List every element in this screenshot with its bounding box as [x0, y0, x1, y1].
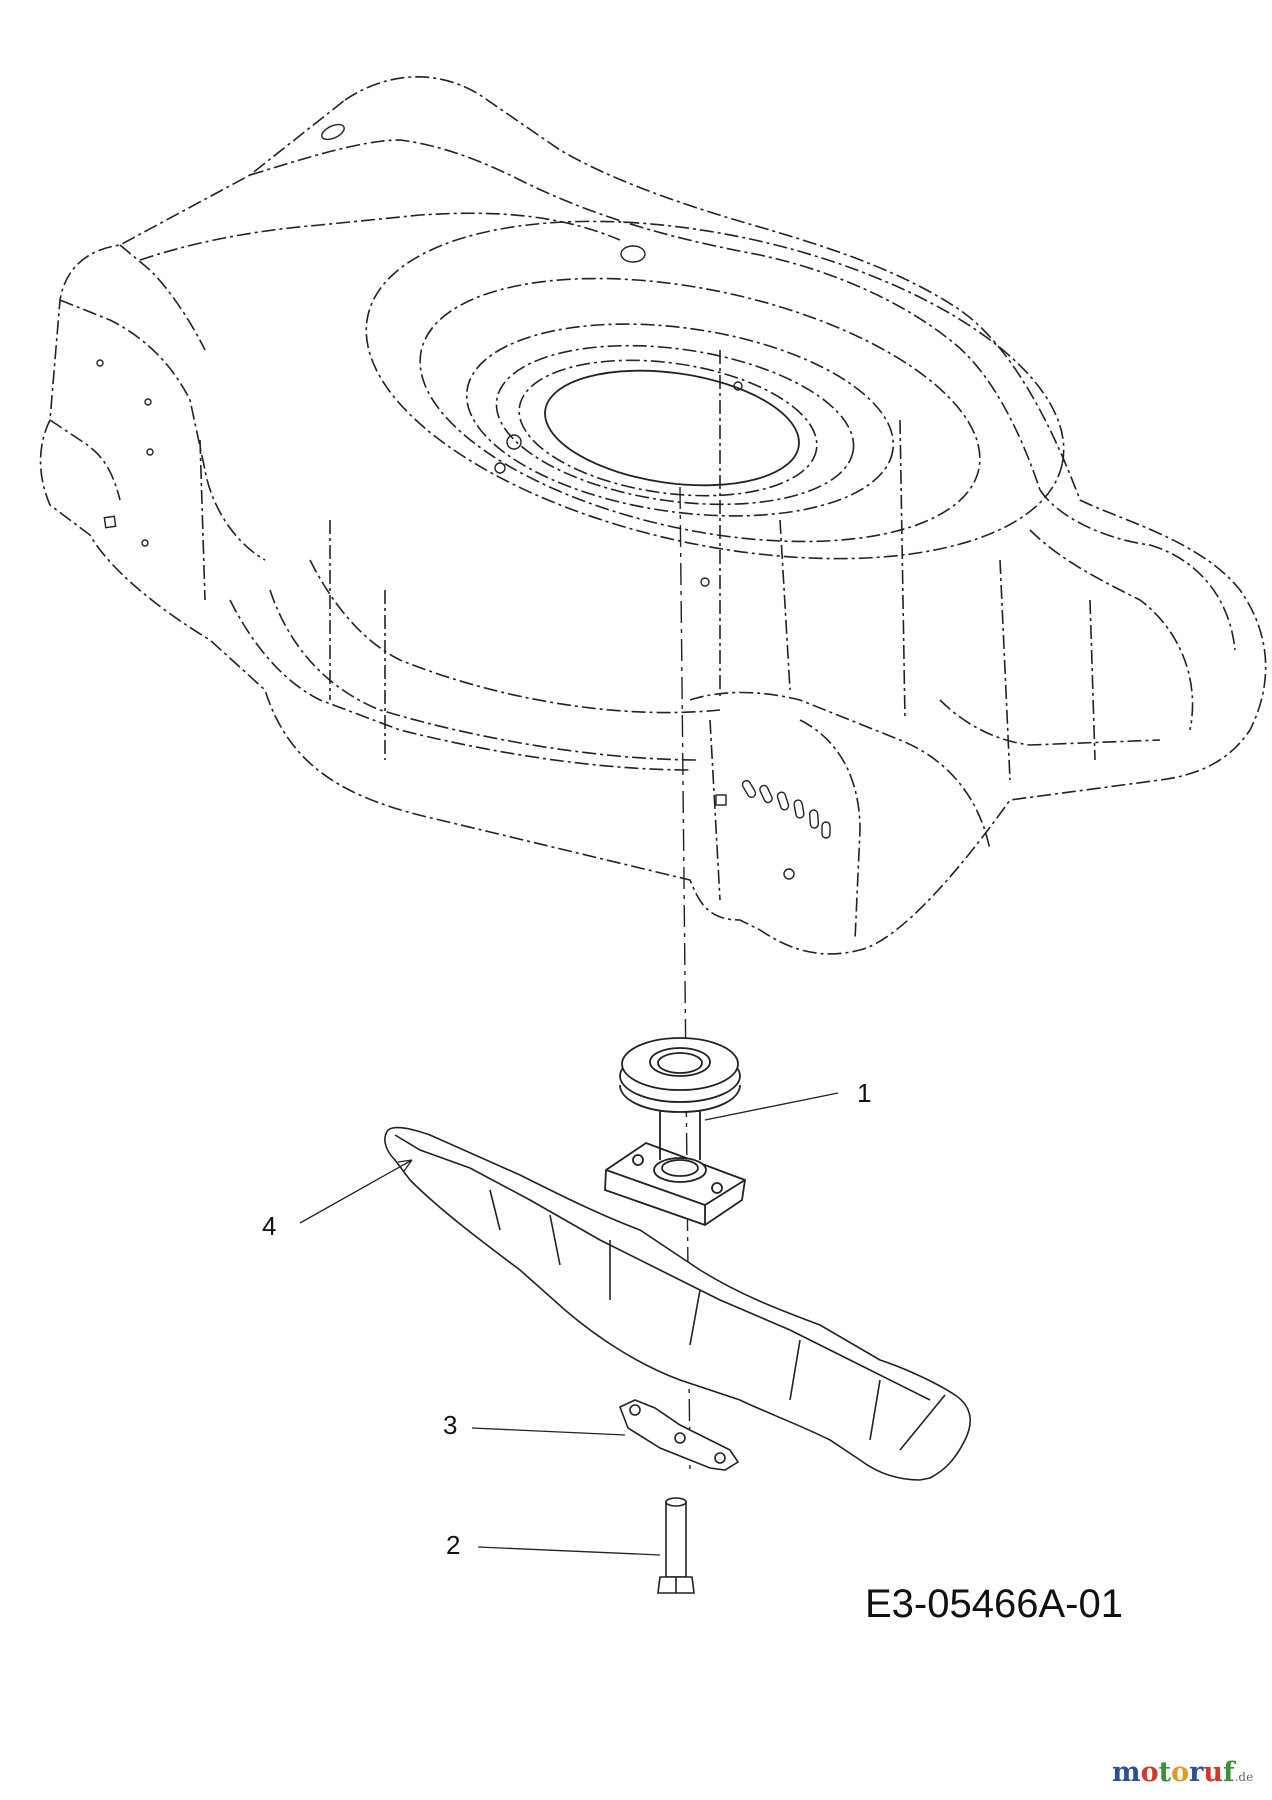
callout-4-label: 4	[262, 1211, 277, 1241]
callout-3-label: 3	[443, 1410, 458, 1440]
leader-1	[704, 1092, 839, 1121]
callout-1-label: 1	[857, 1078, 872, 1108]
leader-lines	[299, 1092, 839, 1556]
mower-blade	[384, 1126, 971, 1481]
callout-2-label: 2	[446, 1530, 461, 1560]
vent-slots	[741, 779, 831, 839]
blade-adapter	[604, 1037, 746, 1226]
leader-4	[299, 1159, 413, 1224]
watermark-logo: motoruf.de	[1112, 1757, 1254, 1788]
leader-4-arrow	[397, 1159, 413, 1172]
drawing-code: E3-05466A-01	[865, 1582, 1123, 1626]
blade-bolt	[657, 1497, 695, 1594]
mower-deck	[39, 76, 1267, 955]
leader-2	[477, 1546, 661, 1556]
deck-details	[96, 123, 831, 880]
leader-3	[471, 1427, 626, 1436]
blade-clamp	[618, 1399, 740, 1471]
